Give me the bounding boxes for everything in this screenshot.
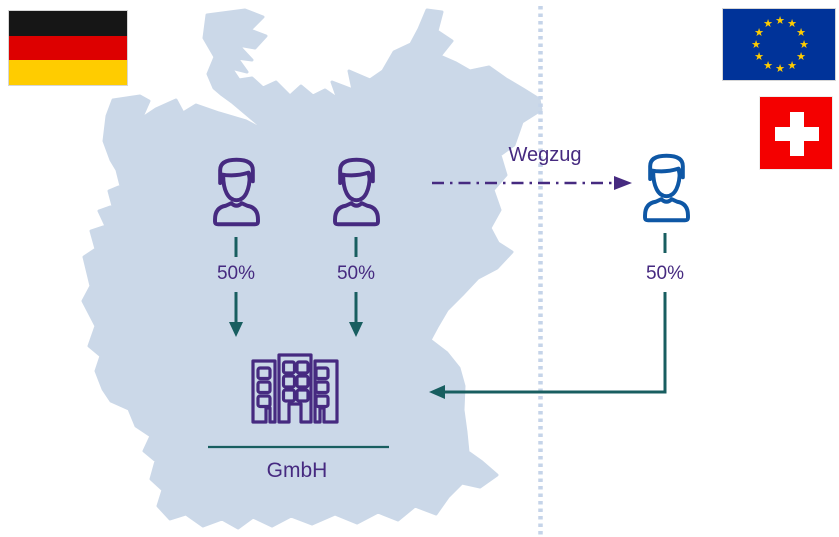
eu-flag: ★ ★ ★ ★ ★ ★ ★ ★ ★ ★ ★ ★ — [722, 8, 836, 81]
company-name-label: GmbH — [266, 459, 328, 482]
german-flag-red-band — [9, 35, 127, 61]
share-arrow-middle — [349, 237, 363, 337]
eu-flag-star-icon: ★ — [754, 51, 764, 63]
eu-flag-star-icon: ★ — [763, 60, 773, 72]
shareholder-middle-person-icon — [329, 151, 384, 227]
wegzug-arrow — [432, 176, 632, 190]
german-flag — [8, 10, 128, 86]
eu-flag-star-icon: ★ — [754, 27, 764, 39]
eu-flag-star-icon: ★ — [787, 60, 797, 72]
company-building-icon — [249, 351, 343, 424]
swiss-flag-cross — [775, 127, 819, 141]
share-arrow-emigrated — [429, 233, 667, 399]
eu-flag-star-icon: ★ — [775, 63, 785, 75]
eu-flag-star-icon: ★ — [796, 27, 806, 39]
eu-flag-star-icon: ★ — [775, 15, 785, 27]
wegzug-label: Wegzug — [508, 144, 582, 166]
shareholder-left-person-icon — [209, 151, 264, 227]
eu-flag-star-icon: ★ — [796, 51, 806, 63]
emigrated-shareholder-person-icon — [639, 147, 694, 223]
german-flag-gold-band — [9, 60, 127, 86]
share-percentage-middle: 50% — [336, 263, 376, 284]
eu-flag-star-icon: ★ — [763, 18, 773, 30]
share-arrow-left — [229, 237, 243, 337]
german-flag-black-band — [9, 11, 127, 36]
eu-flag-star-icon: ★ — [751, 39, 761, 51]
share-percentage-emigrated: 50% — [645, 263, 685, 284]
germany-map — [81, 8, 543, 530]
swiss-flag — [759, 96, 833, 170]
eu-flag-star-icon: ★ — [787, 18, 797, 30]
eu-flag-star-icon: ★ — [799, 39, 809, 51]
share-percentage-left: 50% — [216, 263, 256, 284]
